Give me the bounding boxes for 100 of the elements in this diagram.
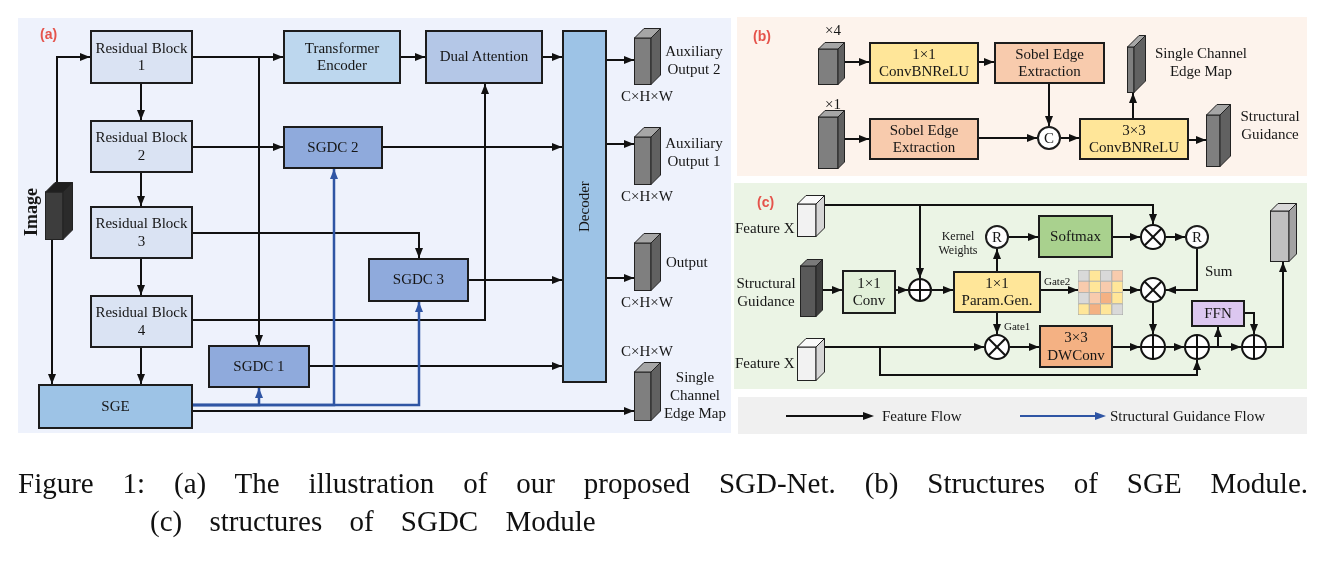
feature-map-cube (797, 338, 825, 381)
arrow (192, 232, 423, 259)
tensor-size-label: C×H×W (621, 293, 673, 311)
tensor-size-label: C×H×W (621, 187, 673, 205)
output-label: Auxiliary Output 2 (664, 42, 724, 78)
arrow (606, 274, 635, 282)
output-label: Single Channel Edge Map (1153, 44, 1249, 80)
operator-circle: R (1185, 225, 1209, 249)
arrow (137, 347, 145, 385)
plus-circle (1241, 334, 1267, 360)
process-box: SGDC 2 (283, 126, 383, 169)
panel-label: (c) (757, 195, 775, 209)
input-label: Structural Guidance (735, 274, 797, 310)
arrow (895, 286, 909, 294)
arrow (993, 312, 1001, 335)
process-box: Decoder (562, 30, 607, 383)
arrow (137, 258, 145, 296)
process-box: 1×1 Param.Gen. (953, 271, 1041, 313)
feature-map-cube (800, 259, 823, 317)
multiplier-label: ×1 (825, 95, 841, 113)
arrow (192, 143, 284, 151)
panel (18, 18, 731, 433)
feature-map-cube (45, 182, 73, 240)
output-label: Structural Guidance (1239, 107, 1301, 143)
arrow (1008, 233, 1039, 241)
process-box: 3×3 ConvBNReLU (1079, 118, 1189, 160)
arrow (606, 140, 635, 148)
arrow (192, 83, 489, 321)
input-label: Feature X (735, 354, 795, 372)
arrow (468, 276, 563, 284)
operator-circle: C (1037, 126, 1061, 150)
feature-map-cube (1127, 35, 1146, 93)
process-box: Residual Block 3 (90, 206, 193, 259)
panel-label: (a) (40, 27, 58, 41)
arrow (48, 239, 56, 385)
arrow (1129, 92, 1137, 119)
arrow (844, 58, 870, 66)
edge-label: Sum (1205, 262, 1233, 280)
arrow (931, 286, 954, 294)
process-box: 3×3 DWConv (1039, 325, 1113, 368)
arrow (1149, 302, 1157, 335)
process-box: Sobel Edge Extraction (869, 118, 979, 160)
panel (734, 183, 1307, 389)
arrow (56, 53, 91, 183)
input-label: Image (22, 188, 40, 236)
arrow (1266, 261, 1287, 348)
arrow (822, 286, 843, 294)
figure-caption: Figure 1: (a) The illustration of our proposed SGD-Net. (b) Structures of SGE Module. (c) structures of SGDC Module (18, 466, 1308, 539)
feature-map-cube (797, 195, 825, 237)
input-label: Feature X (735, 219, 795, 237)
multiply-circle (1140, 224, 1166, 250)
tensor-size-label: C×H×W (621, 87, 673, 105)
arrow (1009, 343, 1040, 351)
matrix-grid-drawing (1078, 270, 1123, 315)
feature-map-cube (818, 42, 845, 85)
arrow (978, 58, 995, 66)
arrow (1244, 312, 1258, 335)
arrow (542, 53, 563, 61)
process-box: Transformer Encoder (283, 30, 401, 84)
panel-label: (b) (753, 29, 771, 43)
arrow (137, 172, 145, 207)
legend-label: Structural Guidance Flow (1110, 407, 1265, 425)
edge-label: Gate1 (1004, 320, 1031, 334)
arrow (1040, 286, 1079, 294)
edge-label: Gate2 (1044, 275, 1071, 289)
process-box: Sobel Edge Extraction (994, 42, 1105, 84)
arrow (1112, 343, 1141, 351)
multiplier-label: ×4 (825, 21, 841, 39)
arrow (1188, 136, 1207, 144)
arrow (1112, 233, 1141, 241)
process-box: Residual Block 1 (90, 30, 193, 84)
edge-label: Kernel Weights (937, 229, 979, 258)
feature-map-cube (818, 110, 845, 169)
arrow (844, 135, 870, 143)
arrow (192, 56, 263, 346)
plus-circle (1184, 334, 1210, 360)
arrow (1045, 83, 1053, 127)
arrow (1209, 343, 1242, 351)
feature-map-cube (634, 233, 661, 291)
arrow (382, 143, 563, 151)
arrow (993, 248, 1001, 272)
arrow (1122, 286, 1141, 294)
arrow (400, 53, 426, 61)
feature-map-cube (634, 362, 661, 421)
process-box: SGDC 3 (368, 258, 469, 302)
arrow (309, 362, 563, 370)
arrow (1165, 343, 1185, 351)
tensor-size-label: C×H×W (621, 342, 673, 360)
process-box: 1×1 Conv (842, 270, 896, 314)
multiply-circle (984, 334, 1010, 360)
process-box: FFN (1191, 300, 1245, 327)
arrow (137, 83, 145, 121)
multiply-circle (1140, 277, 1166, 303)
process-box: Residual Block 4 (90, 295, 193, 348)
arrow (192, 407, 635, 415)
arrow (1165, 233, 1186, 241)
arrow (193, 302, 423, 407)
arrow (1060, 134, 1080, 142)
arrow (824, 204, 1157, 225)
output-label: Output (666, 253, 708, 271)
